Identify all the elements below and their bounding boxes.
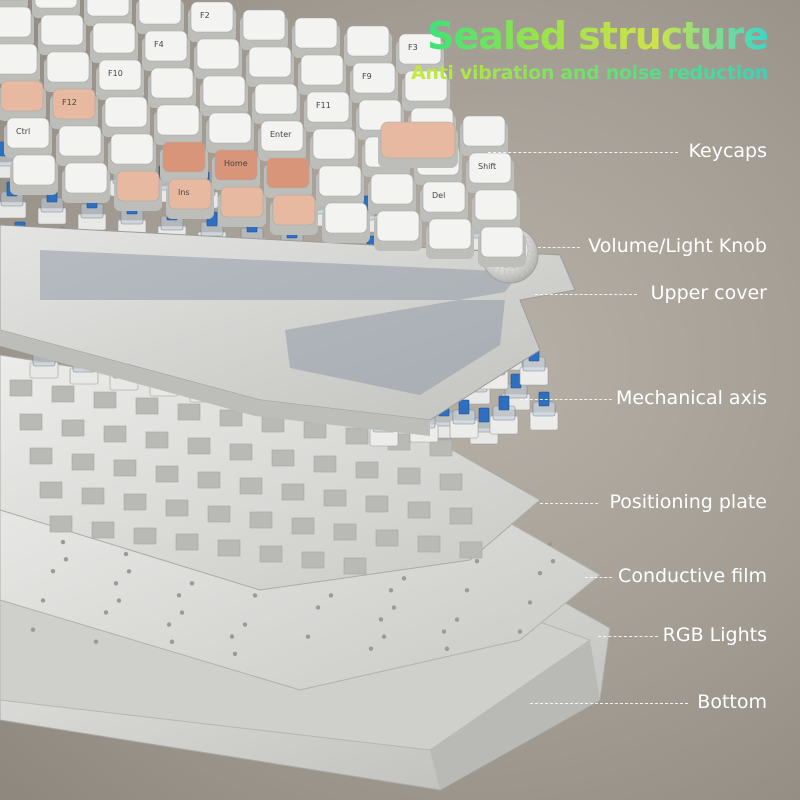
headline: Sealed structure [427, 14, 769, 58]
keycap [108, 133, 156, 174]
keycap [460, 115, 508, 156]
keycap [206, 112, 254, 153]
keycap [316, 165, 364, 206]
subheadline-text: Anti vibration and noise reduction [410, 62, 768, 84]
keycap: Ins [166, 178, 214, 219]
keycap [310, 128, 358, 169]
keycap: F9 [350, 62, 398, 103]
keycap: Del [420, 181, 468, 222]
knob-leader-line [538, 247, 580, 248]
keycap [402, 70, 450, 111]
keycap-legend: Enter [270, 130, 292, 139]
keycap: Home [212, 149, 260, 190]
keycap: F10 [96, 59, 144, 100]
keycap [194, 38, 242, 79]
keycap [270, 194, 318, 235]
keycaps-label: Keycaps [688, 140, 768, 162]
keycap [38, 14, 86, 55]
keycap [200, 75, 248, 116]
keycaps-leader-line [488, 152, 678, 153]
keycap [84, 0, 132, 26]
mechanical-switch [449, 399, 479, 439]
keycap [44, 51, 92, 92]
keycap: F4 [142, 30, 190, 71]
keycap: F2 [188, 1, 236, 42]
bottom-leader-line [530, 703, 688, 704]
rgb-lights-label: RGB Lights [662, 624, 767, 646]
keycap [298, 54, 346, 95]
positioning-plate-leader-line [540, 503, 598, 504]
keycap [246, 46, 294, 87]
keycap [344, 25, 392, 66]
keycap-legend: F3 [408, 43, 418, 52]
keycap [102, 96, 150, 137]
keycap-legend: F10 [108, 69, 123, 78]
mechanical-axis-leader-line [520, 399, 612, 400]
keycap [62, 162, 110, 203]
keycap [10, 154, 58, 195]
keycap-legend: Ins [178, 188, 190, 197]
bottom-label: Bottom [697, 691, 767, 713]
upper-cover-label: Upper cover [650, 282, 767, 304]
conductive-film-leader-line [585, 577, 612, 578]
headline-text: Sealed structure [427, 14, 769, 58]
keycap [148, 67, 196, 108]
keycap [0, 80, 46, 121]
keycap [378, 121, 458, 168]
keycap [292, 17, 340, 58]
conductive-film-label: Conductive film [618, 565, 767, 587]
keycap: F3 [396, 33, 444, 74]
keycap [114, 170, 162, 211]
rgb-lights-leader-line [598, 636, 658, 637]
mechanical-switch [529, 391, 559, 431]
keycap [374, 210, 422, 251]
keycap-legend: F11 [316, 101, 331, 110]
upper-cover-leader-line [535, 294, 637, 295]
keycap [472, 189, 520, 230]
keycap [32, 0, 80, 18]
keycap [0, 6, 34, 47]
volume-knob-label: Volume/Light Knob [588, 235, 767, 257]
keycap-legend: F4 [154, 40, 164, 49]
keycap: F12 [50, 88, 98, 129]
keycap [218, 186, 266, 227]
subheadline: Anti vibration and noise reduction [411, 62, 768, 84]
positioning-plate-label: Positioning plate [609, 491, 767, 513]
keycap-legend: Del [432, 191, 445, 200]
keycap-layer: F1F2F3F4F9F10F11F12EnterShiftCtrlHomeDel… [0, 0, 526, 267]
keycap: Shift [466, 152, 514, 193]
keycap [240, 9, 288, 50]
mechanical-switch [519, 346, 549, 386]
keycap-legend: Shift [478, 162, 496, 171]
keycap-legend: F2 [200, 11, 210, 20]
keycap-legend: Home [224, 159, 248, 168]
mechanical-switch [489, 395, 519, 435]
keycap-legend: Ctrl [16, 127, 30, 136]
keycap [252, 83, 300, 124]
keycap [154, 104, 202, 145]
keycap: Ctrl [4, 117, 52, 158]
keycap-legend: F12 [62, 98, 77, 107]
keycap [322, 202, 370, 243]
keycap [264, 157, 312, 198]
keycap: F11 [304, 91, 352, 132]
keycap [160, 141, 208, 182]
mechanical-axis-label: Mechanical axis [615, 387, 767, 409]
keycap [56, 125, 104, 166]
keycap: Enter [258, 120, 306, 161]
keycap [478, 226, 526, 267]
keycap-legend: F9 [362, 72, 372, 81]
positioning-plate-layer [0, 354, 541, 591]
keycap [90, 22, 138, 63]
keycap [426, 218, 474, 259]
keycap [0, 43, 40, 84]
keycap [368, 173, 416, 214]
keycap [136, 0, 184, 34]
